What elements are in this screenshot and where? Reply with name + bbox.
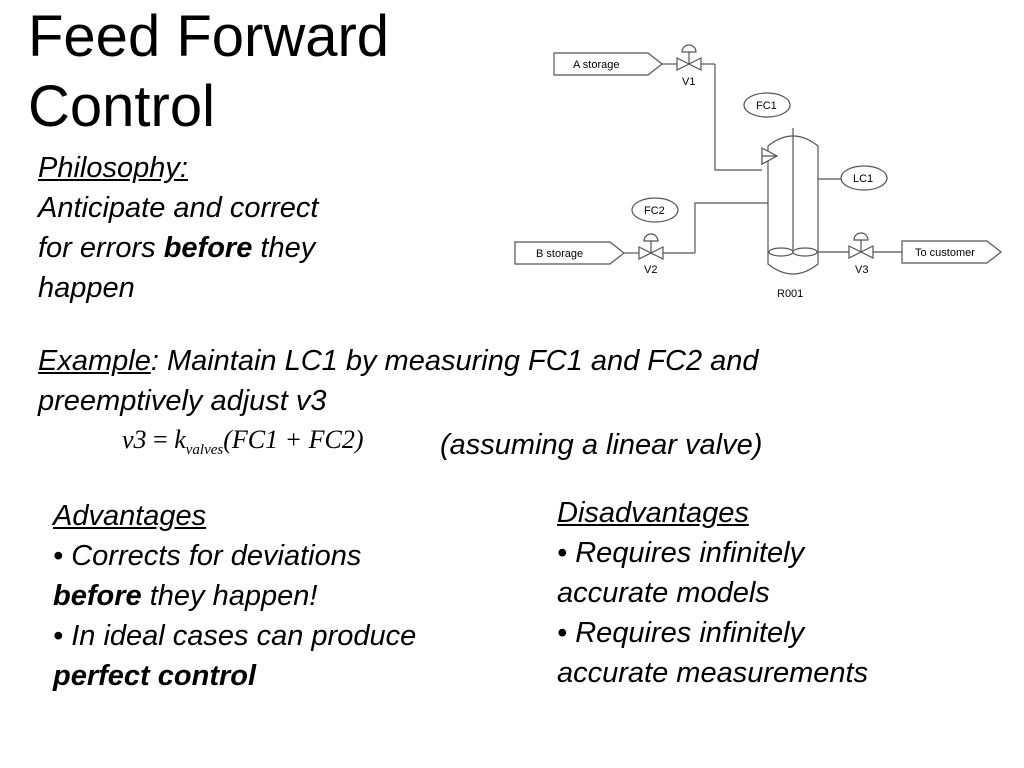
disadvantages-heading: Disadvantages <box>557 497 749 529</box>
feed-valve-bottom <box>761 155 778 165</box>
valve-v2-label: V2 <box>644 264 657 276</box>
formula-k: k <box>174 425 186 454</box>
fc1-label: FC1 <box>756 100 777 112</box>
disadvantages-block: Disadvantages • Requires infinitely accu… <box>557 493 997 693</box>
assumption-note: (assuming a linear valve) <box>440 429 763 461</box>
b-storage-label: B storage <box>536 248 583 260</box>
valve-v3-icon: V3 <box>848 232 874 276</box>
agitator-blade-left <box>768 247 794 257</box>
formula-equals: = <box>146 425 175 454</box>
philosophy-line-1: Anticipate and correct <box>38 192 319 224</box>
process-diagram: A storage V1 FC1 R001 LC1 B storage <box>514 44 1002 300</box>
disadvantages-bullet-2-line-1: • Requires infinitely <box>557 617 805 649</box>
title-line-2: Control <box>28 74 215 139</box>
agitator-blade-right <box>792 247 818 257</box>
example-heading: Example <box>38 345 151 377</box>
advantages-bullet-1-line-2: before they happen! <box>53 576 523 616</box>
philosophy-line-2: for errors before they <box>38 228 418 268</box>
b-storage-box: B storage <box>514 241 625 265</box>
advantages-perfect-control: perfect control <box>53 660 257 692</box>
advantages-heading: Advantages <box>53 500 207 532</box>
pipe-a-to-reactor <box>714 64 762 171</box>
example-line-2: preemptively adjust v3 <box>38 385 327 417</box>
philosophy-block: Philosophy: Anticipate and correct for e… <box>38 148 418 308</box>
philosophy-line-2-post: they <box>252 232 316 264</box>
pipe-b-to-reactor <box>694 202 768 253</box>
advantages-bullet-1-line-1: • Corrects for deviations <box>53 540 362 572</box>
philosophy-line-3: happen <box>38 272 135 304</box>
reactor-label: R001 <box>777 288 803 300</box>
lc1-label: LC1 <box>853 173 873 185</box>
feedforward-formula: v3 = kvalves(FC1 + FC2) <box>122 425 364 459</box>
formula-k-subscript: valves <box>185 442 224 458</box>
philosophy-before: before <box>163 232 253 264</box>
advantages-bullet-1-post: they happen! <box>141 580 318 612</box>
advantages-block: Advantages • Corrects for deviations bef… <box>53 496 523 696</box>
valve-v1-label: V1 <box>682 76 695 88</box>
lc1-indicator <box>840 165 888 191</box>
advantages-before: before <box>53 580 142 612</box>
fc2-label: FC2 <box>644 205 665 217</box>
page-title: Feed Forward Control <box>28 2 389 142</box>
philosophy-line-2-pre: for errors <box>38 232 164 264</box>
example-block: Example: Maintain LC1 by measuring FC1 a… <box>38 341 938 421</box>
to-customer-box: To customer <box>901 240 1002 264</box>
philosophy-heading: Philosophy: <box>38 152 188 184</box>
disadvantages-bullet-1-line-1: • Requires infinitely <box>557 537 805 569</box>
a-storage-label: A storage <box>573 59 619 71</box>
disadvantages-bullet-1-line-2: accurate models <box>557 577 770 609</box>
valve-v2-icon: V2 <box>638 233 664 276</box>
to-customer-label: To customer <box>915 247 975 259</box>
advantages-bullet-2-line-1: • In ideal cases can produce <box>53 620 417 652</box>
formula-rhs: (FC1 + FC2) <box>223 425 364 454</box>
example-text-1: : Maintain LC1 by measuring FC1 and FC2 … <box>150 345 759 377</box>
example-line-1: Example: Maintain LC1 by measuring FC1 a… <box>38 341 938 381</box>
advantages-bullet-2-line-2: perfect control <box>53 656 523 696</box>
a-storage-box: A storage <box>553 52 663 76</box>
reactor-r001: R001 <box>761 128 819 300</box>
valve-v1-icon: V1 <box>676 44 702 88</box>
formula-lhs: v3 <box>122 425 147 454</box>
fc1-indicator <box>743 92 791 118</box>
title-line-1: Feed Forward <box>28 4 390 69</box>
fc2-indicator <box>631 197 679 223</box>
disadvantages-bullet-2-line-2: accurate measurements <box>557 657 869 689</box>
valve-v3-label: V3 <box>855 264 868 276</box>
